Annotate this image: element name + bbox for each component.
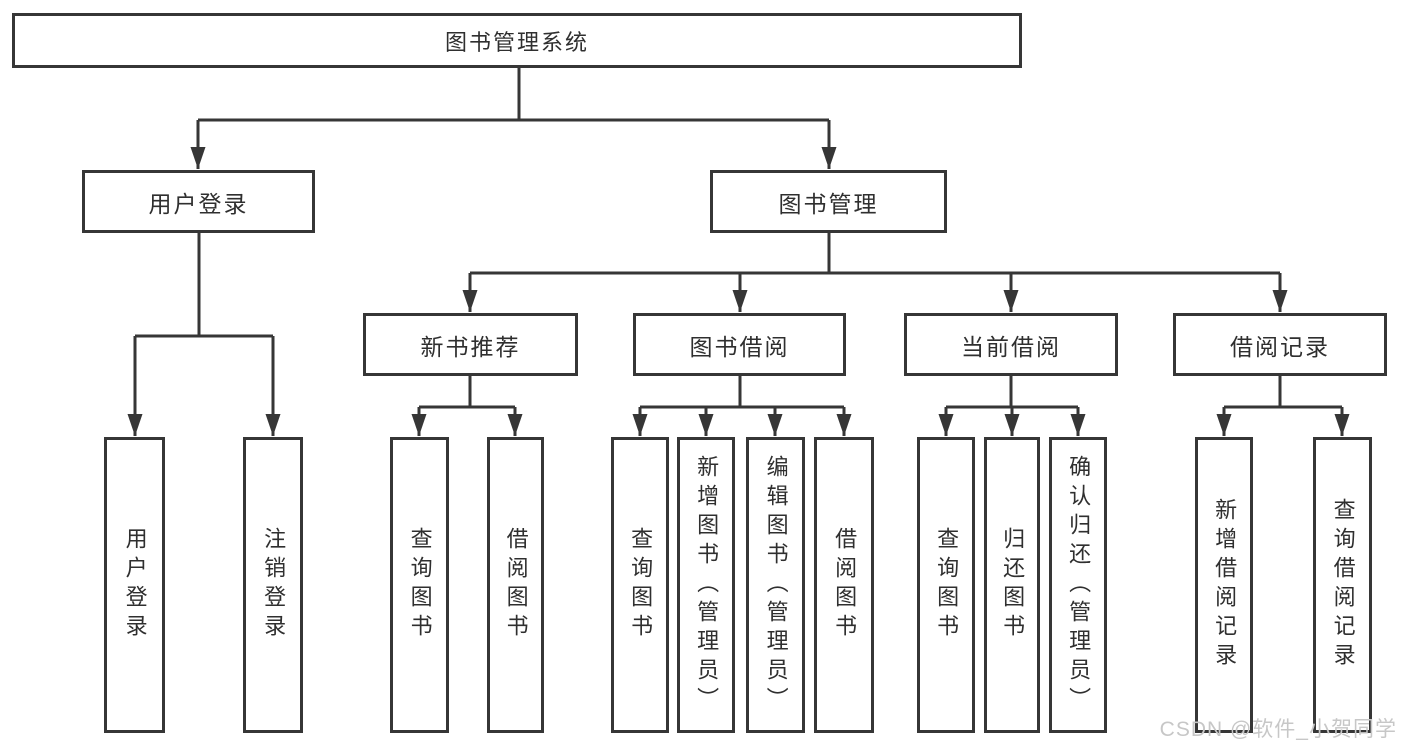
leaf-edit-book-admin: 编辑图书（管理员） xyxy=(746,437,805,733)
node-label: 新增借阅记录 xyxy=(1212,498,1238,672)
node-label: 新增图书（管理员） xyxy=(694,454,720,716)
node-label: 借阅图书 xyxy=(832,527,858,643)
node-label: 图书借阅 xyxy=(689,333,790,360)
node-label: 查询图书 xyxy=(934,527,960,643)
leaf-borrow-books-recommend: 借阅图书 xyxy=(487,437,544,733)
node-current-borrow: 当前借阅 xyxy=(904,313,1118,376)
node-root: 图书管理系统 xyxy=(12,13,1022,68)
node-label: 查询图书 xyxy=(628,527,654,643)
node-label: 查询图书 xyxy=(407,527,433,643)
leaf-logout: 注销登录 xyxy=(243,437,303,733)
node-label: 用户登录 xyxy=(122,527,148,643)
node-label: 用户登录 xyxy=(148,190,249,217)
leaf-query-books-current: 查询图书 xyxy=(917,437,975,733)
node-label: 注销登录 xyxy=(261,527,287,643)
leaf-add-book-admin: 新增图书（管理员） xyxy=(677,437,735,733)
leaf-query-books-recommend: 查询图书 xyxy=(390,437,449,733)
node-book-borrow: 图书借阅 xyxy=(633,313,846,376)
node-label: 图书管理 xyxy=(778,190,879,217)
node-user-login: 用户登录 xyxy=(82,170,315,233)
leaf-user-login: 用户登录 xyxy=(104,437,165,733)
leaf-query-borrow-record: 查询借阅记录 xyxy=(1313,437,1372,733)
node-new-book-recommend: 新书推荐 xyxy=(363,313,578,376)
leaf-confirm-return-admin: 确认归还（管理员） xyxy=(1049,437,1107,733)
node-borrow-records: 借阅记录 xyxy=(1173,313,1387,376)
connector-lines xyxy=(127,68,1350,436)
node-label: 当前借阅 xyxy=(961,333,1061,360)
node-label: 借阅记录 xyxy=(1230,333,1330,360)
node-label: 归还图书 xyxy=(1000,527,1026,643)
csdn-watermark: CSDN @软件_小贺同学 xyxy=(1159,718,1397,741)
node-label: 图书管理系统 xyxy=(444,29,589,55)
leaf-query-books-borrow: 查询图书 xyxy=(611,437,669,733)
node-label: 编辑图书（管理员） xyxy=(763,454,789,716)
node-label: 借阅图书 xyxy=(503,527,529,643)
leaf-borrow-books-borrow: 借阅图书 xyxy=(814,437,874,733)
leaf-return-book: 归还图书 xyxy=(984,437,1040,733)
node-label: 新书推荐 xyxy=(420,333,521,360)
node-label: 查询借阅记录 xyxy=(1330,498,1356,672)
node-label: 确认归还（管理员） xyxy=(1066,454,1092,716)
leaf-add-borrow-record: 新增借阅记录 xyxy=(1195,437,1253,733)
node-book-mgmt: 图书管理 xyxy=(710,170,947,233)
